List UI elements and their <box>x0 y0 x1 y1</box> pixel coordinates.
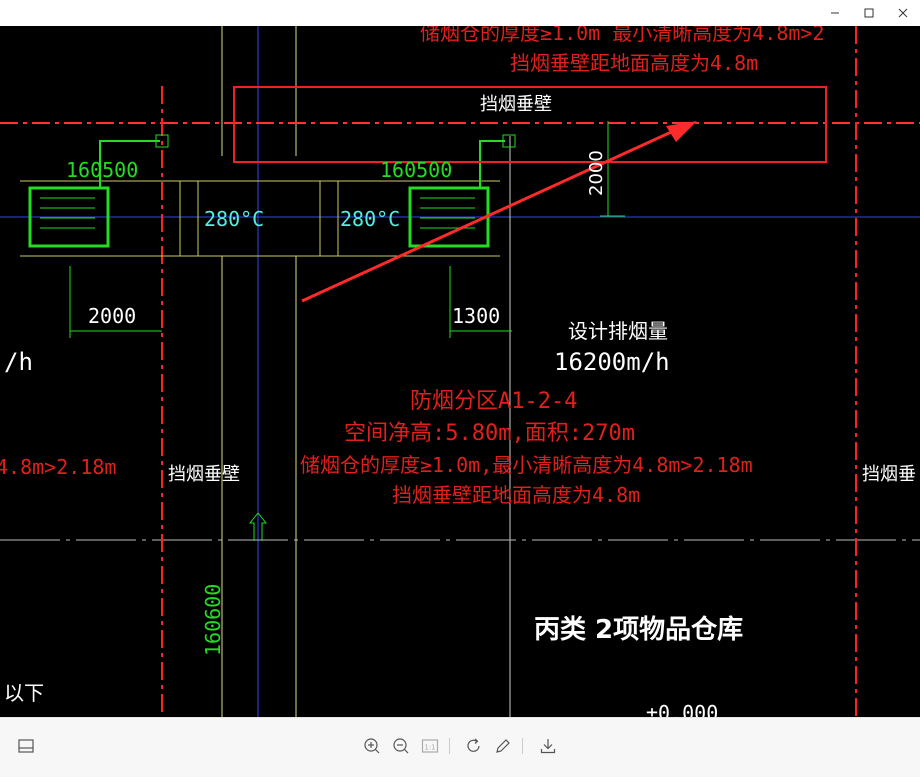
dim-vertical: 2000 <box>586 150 607 196</box>
top-note-line1: 储烟仓的厚度≥1.0m 最小清晰高度为4.8m>2 <box>420 26 825 45</box>
wall-label-mid-right: 挡烟垂 <box>862 464 916 485</box>
wall-label-mid-left: 挡烟垂壁 <box>168 464 240 485</box>
download-button[interactable] <box>536 734 560 758</box>
zoom-out-icon <box>393 738 409 754</box>
wall-label-top: 挡烟垂壁 <box>480 94 552 115</box>
actual-size-button[interactable]: 1:1 <box>418 734 442 758</box>
dim-vertical-bottom: 160600 <box>201 584 225 656</box>
toolbar-separator <box>449 738 450 754</box>
dim-top-left: 160500 <box>66 158 138 182</box>
flow-arrow-icon <box>248 512 268 541</box>
top-note-line2: 挡烟垂壁距地面高度为4.8m <box>510 51 758 75</box>
actual-size-icon: 1:1 <box>421 739 439 753</box>
edit-button[interactable] <box>491 734 515 758</box>
maximize-icon <box>864 8 874 18</box>
zoom-in-button[interactable] <box>360 734 384 758</box>
dim-right: 1300 <box>452 304 500 328</box>
exhaust-outlet-right <box>408 134 516 248</box>
zone-wall-height: 挡烟垂壁距地面高度为4.8m <box>392 483 640 507</box>
elevation: ±0.000 <box>646 701 718 717</box>
design-exhaust-value: 16200m/h <box>554 348 670 376</box>
structure-lines <box>0 26 920 717</box>
design-exhaust-label: 设计排烟量 <box>568 319 668 343</box>
exhaust-outlet-left <box>28 134 169 248</box>
maximize-button[interactable] <box>852 0 886 26</box>
cad-drawing: 储烟仓的厚度≥1.0m 最小清晰高度为4.8m>2 挡烟垂壁距地面高度为4.8m… <box>0 26 920 717</box>
close-button[interactable] <box>886 0 920 26</box>
minimize-icon <box>831 12 839 14</box>
dimension-lines <box>69 121 625 338</box>
bottom-left-partial: 以下 <box>4 681 44 705</box>
edit-icon <box>496 739 510 753</box>
temp-left: 280°C <box>204 207 264 231</box>
window-title-bar <box>0 0 920 26</box>
sidebar-toggle-button[interactable] <box>14 734 38 758</box>
svg-text:1:1: 1:1 <box>424 744 435 752</box>
temp-right: 280°C <box>340 207 400 231</box>
minimize-button[interactable] <box>818 0 852 26</box>
dim-left: 2000 <box>88 304 136 328</box>
annotation-arrow <box>301 121 697 303</box>
download-icon <box>540 739 556 754</box>
highlight-box <box>233 86 827 163</box>
zoom-out-button[interactable] <box>389 734 413 758</box>
close-icon <box>898 8 908 18</box>
cad-drawing-canvas[interactable]: 储烟仓的厚度≥1.0m 最小清晰高度为4.8m>2 挡烟垂壁距地面高度为4.8m… <box>0 26 920 717</box>
room-title: 丙类 2项物品仓库 <box>534 614 743 645</box>
partial-left-text: 4.8m>2.18m <box>0 455 116 479</box>
viewer-toolbar: 1:1 <box>0 717 920 777</box>
rotate-icon <box>467 738 480 752</box>
zoom-in-icon <box>364 738 380 754</box>
toolbar-separator <box>522 738 523 754</box>
zone-height-area: 空间净高:5.80m,面积:270m <box>344 421 635 446</box>
zone-thickness: 储烟仓的厚度≥1.0m,最小清晰高度为4.8m>2.18m <box>300 453 753 477</box>
dim-top-right: 160500 <box>380 158 452 182</box>
sidebar-toggle-icon <box>18 739 34 753</box>
partial-unit-left: /h <box>4 348 33 376</box>
zone-name: 防烟分区A1-2-4 <box>410 389 577 414</box>
rotate-button[interactable] <box>462 734 486 758</box>
